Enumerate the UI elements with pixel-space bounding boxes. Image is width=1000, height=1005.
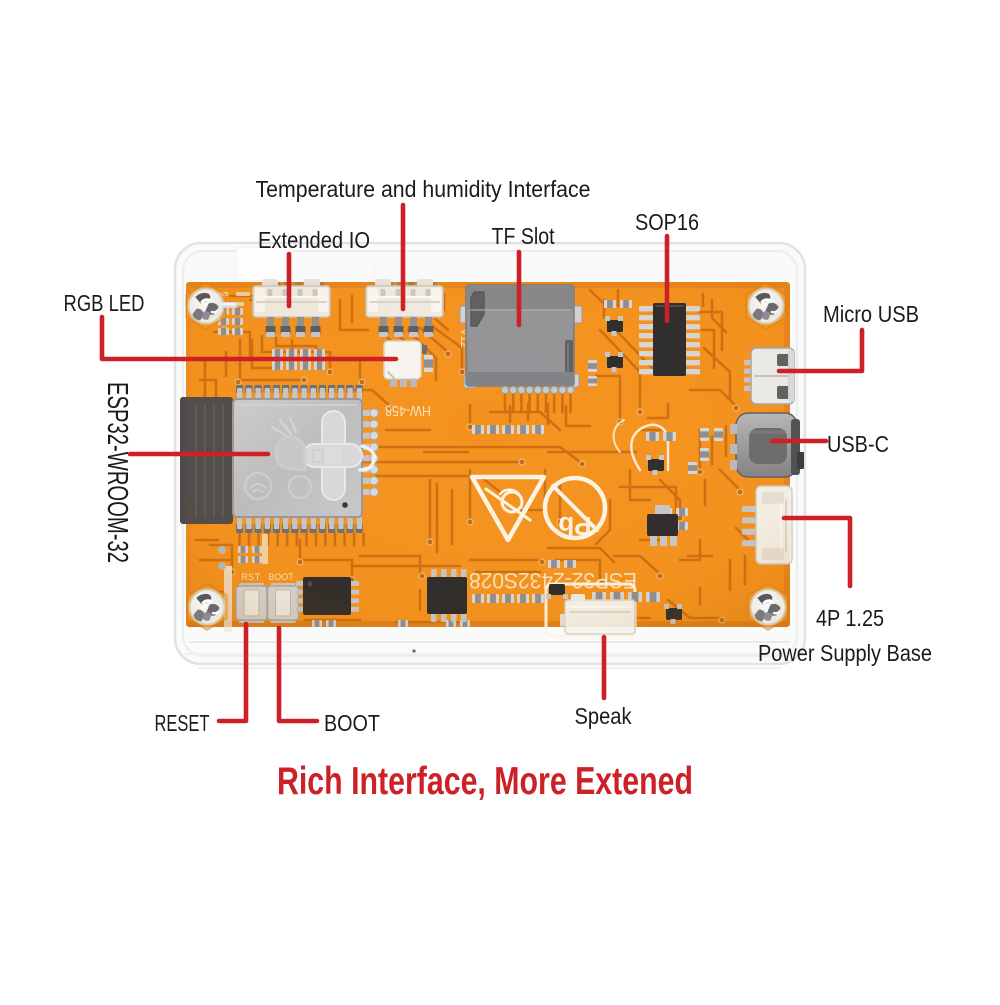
svg-text:Power Supply Base: Power Supply Base	[758, 640, 932, 666]
svg-text:USB-C: USB-C	[827, 431, 889, 457]
svg-text:Extended IO: Extended IO	[258, 227, 370, 253]
svg-text:Temperature and humidity Inter: Temperature and humidity Interface	[256, 176, 591, 202]
svg-text:ESP32-WROOM-32: ESP32-WROOM-32	[101, 382, 133, 563]
svg-text:Speak: Speak	[575, 703, 632, 729]
svg-text:Micro USB: Micro USB	[823, 301, 919, 327]
svg-text:RESET: RESET	[155, 710, 210, 736]
svg-text:RGB LED: RGB LED	[64, 290, 145, 316]
svg-text:SOP16: SOP16	[635, 209, 699, 235]
svg-text:BOOT: BOOT	[324, 710, 380, 736]
svg-text:4P 1.25: 4P 1.25	[816, 605, 884, 631]
svg-text:Rich Interface, More Extened: Rich Interface, More Extened	[277, 760, 693, 803]
svg-text:TF Slot: TF Slot	[492, 223, 556, 249]
